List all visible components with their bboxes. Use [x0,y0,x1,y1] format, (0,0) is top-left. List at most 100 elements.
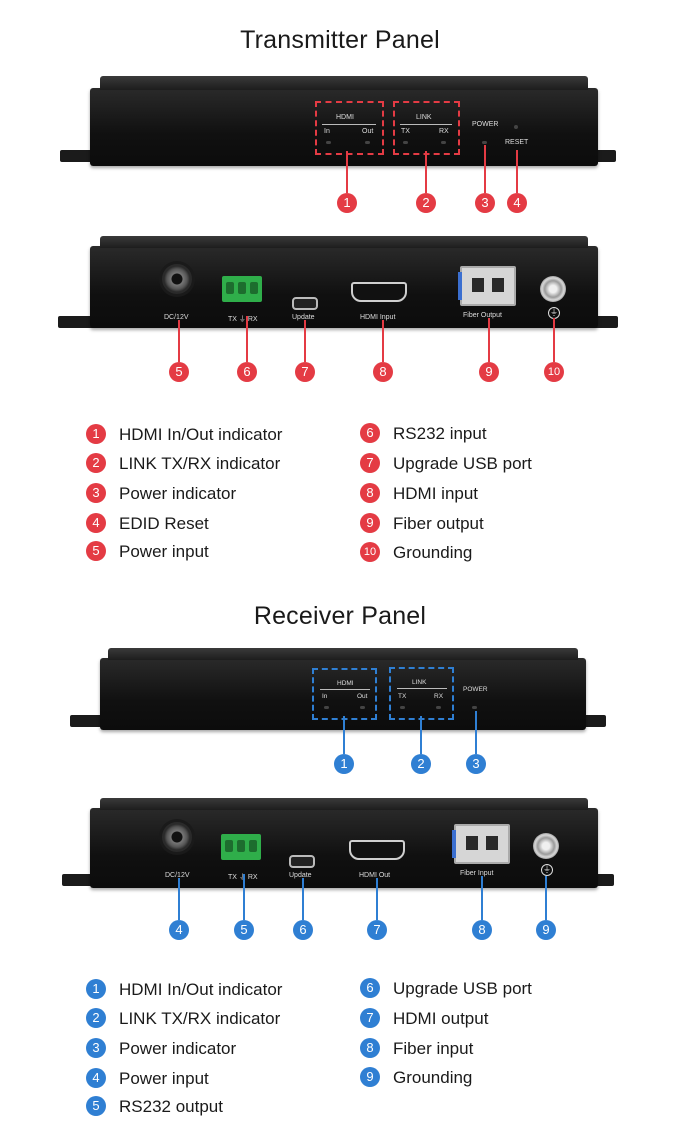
link-group-label: LINK [412,679,427,686]
sfp-port [458,266,516,306]
fiber-label: Fiber Input [460,870,494,877]
rs232-label: TX ⏚ RX [228,874,258,881]
legend-badge: 9 [360,513,380,533]
legend-badge: 7 [360,1008,380,1028]
hdmi-in-led [326,141,331,144]
legend-badge: 5 [86,541,106,561]
callout-badge: 8 [472,920,492,940]
ground-icon: ⏚ [541,864,553,876]
callout-line [516,150,518,193]
callout-badge: 3 [475,193,495,213]
callout-badge: 5 [234,920,254,940]
legend-label: Power indicator [119,484,237,503]
usb-port [292,297,318,310]
callout-line [178,320,180,362]
legend-label: Fiber input [393,1039,474,1058]
callout-line [302,878,304,920]
legend-badge: 4 [86,1068,106,1088]
callout-badge: 9 [536,920,556,940]
legend-label: Power indicator [119,1039,237,1058]
callout-badge: 8 [373,362,393,382]
link-group-bar [400,124,452,125]
legend-badge: 2 [86,453,106,473]
dc-jack [162,264,192,294]
hdmi-label: HDMI Input [360,314,396,321]
legend-badge: 1 [86,979,106,999]
callout-line [475,711,477,754]
callout-badge: 1 [334,754,354,774]
callout-line [178,878,180,920]
callout-badge: 10 [544,362,564,382]
legend-label: Power input [119,542,209,561]
reset-label: RESET [505,139,529,146]
callout-line [304,320,306,362]
callout-badge: 6 [293,920,313,940]
dc-jack [162,822,192,852]
legend-label: Upgrade USB port [393,979,532,998]
legend-badge: 2 [86,1008,106,1028]
callout-badge: 3 [466,754,486,774]
legend-label: EDID Reset [119,514,209,533]
callout-badge: 7 [295,362,315,382]
hdmi-out-led [360,706,365,709]
link-tx-label: TX [398,693,407,700]
power-label: POWER [472,121,499,128]
hdmi-out-label: Out [362,128,374,135]
legend-label: Fiber output [393,514,484,533]
legend-label: Grounding [393,543,473,562]
usb-port [289,855,315,868]
hdmi-port [349,840,405,860]
legend-label: HDMI In/Out indicator [119,980,283,999]
legend-label: Power input [119,1069,209,1088]
callout-badge: 1 [337,193,357,213]
link-tx-led [403,141,408,144]
fiber-label: Fiber Output [463,312,502,319]
legend-label: LINK TX/RX indicator [119,454,281,473]
callout-line [243,874,245,920]
callout-line [425,151,427,193]
legend-label: RS232 output [119,1097,223,1116]
legend-badge: 8 [360,483,380,503]
callout-line [488,318,490,362]
hdmi-out-label: Out [357,693,368,700]
hdmi-group-bar [320,689,370,690]
hdmi-indicator-highlight [315,101,384,155]
rs232-label: TX ⏚ RX [228,316,258,323]
legend-badge: 6 [360,423,380,443]
callout-line [346,151,348,193]
device-top [100,236,588,248]
hdmi-in-label: In [324,128,330,135]
legend-badge: 7 [360,453,380,473]
hdmi-label: HDMI Out [359,872,391,879]
legend-badge: 9 [360,1067,380,1087]
legend-badge: 3 [86,1038,106,1058]
legend-label: LINK TX/RX indicator [119,1009,281,1028]
link-rx-label: RX [439,128,449,135]
callout-line [382,320,384,362]
update-label: Update [289,872,312,879]
link-tx-label: TX [401,128,410,135]
hdmi-group-label: HDMI [337,680,354,687]
rs232-terminal [221,834,261,860]
power-led [472,706,477,709]
legend-label: RS232 input [393,424,487,443]
legend-badge: 8 [360,1038,380,1058]
legend-badge: 4 [86,513,106,533]
callout-line [484,145,486,193]
legend-label: Grounding [393,1068,473,1087]
rs232-terminal [222,276,262,302]
device-top [100,798,588,810]
legend-badge: 5 [86,1096,106,1116]
legend-label: Upgrade USB port [393,454,532,473]
device-top [108,648,578,660]
callout-line [376,878,378,920]
reset-button[interactable] [514,125,518,129]
legend-label: HDMI In/Out indicator [119,425,283,444]
legend-label: HDMI output [393,1009,489,1028]
callout-badge: 2 [411,754,431,774]
hdmi-in-led [324,706,329,709]
hdmi-out-led [365,141,370,144]
hdmi-in-label: In [322,693,328,700]
link-rx-led [441,141,446,144]
legend-badge: 3 [86,483,106,503]
